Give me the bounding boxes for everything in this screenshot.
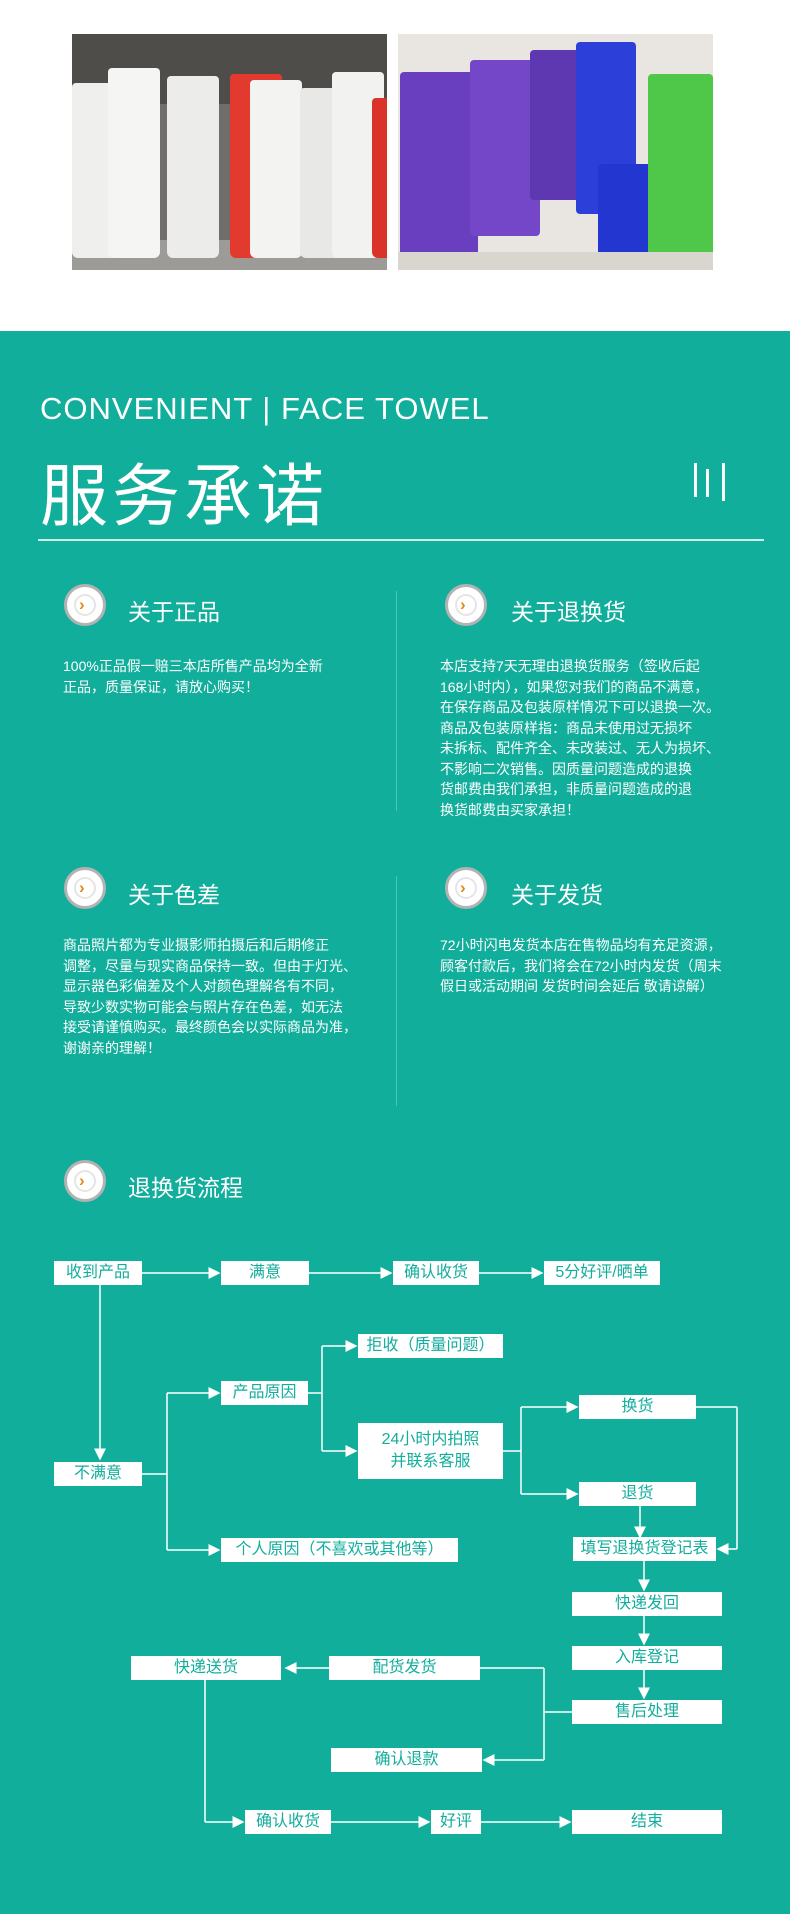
english-subtitle: CONVENIENT | FACE TOWEL — [40, 391, 490, 426]
section-body-authentic: 100%正品假一赔三本店所售产品均为全新正品，质量保证，请放心购买！ — [63, 658, 323, 695]
flow-reject: 拒收（质量问题） — [358, 1334, 503, 1358]
towel-rolls-photo — [72, 34, 387, 270]
flow-delivery: 快递送货 — [131, 1656, 281, 1680]
process-title: 退换货流程 — [128, 1175, 243, 1201]
flow-satisfied: 满意 — [221, 1261, 309, 1285]
chevron-right-icon: › — [445, 584, 487, 626]
column-divider-bottom — [396, 876, 397, 1106]
chevron-right-icon: › — [64, 584, 106, 626]
flow-unsatisfied: 不满意 — [54, 1462, 142, 1486]
flow-fill-form: 填写退换货登记表 — [573, 1537, 716, 1561]
flow-confirm-receipt: 确认收货 — [393, 1261, 479, 1285]
flow-personal-reason: 个人原因（不喜欢或其他等） — [221, 1538, 458, 1562]
flow-warehouse: 入库登记 — [572, 1646, 722, 1670]
section-title-authentic: 关于正品 — [128, 599, 220, 625]
column-divider-top — [396, 591, 397, 811]
flow-confirm-receipt-final: 确认收货 — [245, 1810, 331, 1834]
header-divider — [38, 539, 764, 541]
chevron-right-icon: › — [64, 1160, 106, 1202]
flow-connectors — [94, 1267, 738, 1828]
chevron-right-icon: › — [64, 867, 106, 909]
section-body-shipping: 72小时闪电发货本店在售物品均有充足资源，顾客付款后，我们将会在72小时内发货（… — [440, 937, 722, 994]
towel-bags-photo — [398, 34, 713, 270]
service-promise-section: CONVENIENT | FACE TOWEL 服务承诺 › 关于正品 100%… — [0, 331, 790, 1914]
section-body-color-difference: 商品照片都为专业摄影师拍摄后和后期修正调整，尽量与现实商品保持一致。但由于灯光、… — [63, 937, 357, 1056]
flow-good-review: 好评 — [431, 1810, 481, 1834]
flow-confirm-refund: 确认退款 — [331, 1748, 482, 1772]
flow-photo-contact: 24小时内拍照并联系客服 — [358, 1423, 503, 1479]
flow-product-reason: 产品原因 — [221, 1381, 308, 1405]
section-title-returns: 关于退换货 — [511, 599, 626, 625]
chevron-right-icon: › — [445, 867, 487, 909]
flow-return: 退货 — [579, 1482, 696, 1506]
flow-review: 5分好评/晒单 — [544, 1261, 660, 1285]
section-title-shipping: 关于发货 — [511, 882, 603, 908]
page-title: 服务承诺 — [40, 459, 329, 535]
flow-exchange: 换货 — [579, 1395, 696, 1419]
product-photos — [0, 0, 790, 331]
section-title-color-difference: 关于色差 — [128, 882, 220, 908]
flow-received: 收到产品 — [54, 1261, 142, 1285]
flow-after-sales: 售后处理 — [572, 1700, 722, 1724]
flow-dispatch: 配货发货 — [329, 1656, 480, 1680]
flow-end: 结束 — [572, 1810, 722, 1834]
flow-express-return: 快递发回 — [572, 1592, 722, 1616]
